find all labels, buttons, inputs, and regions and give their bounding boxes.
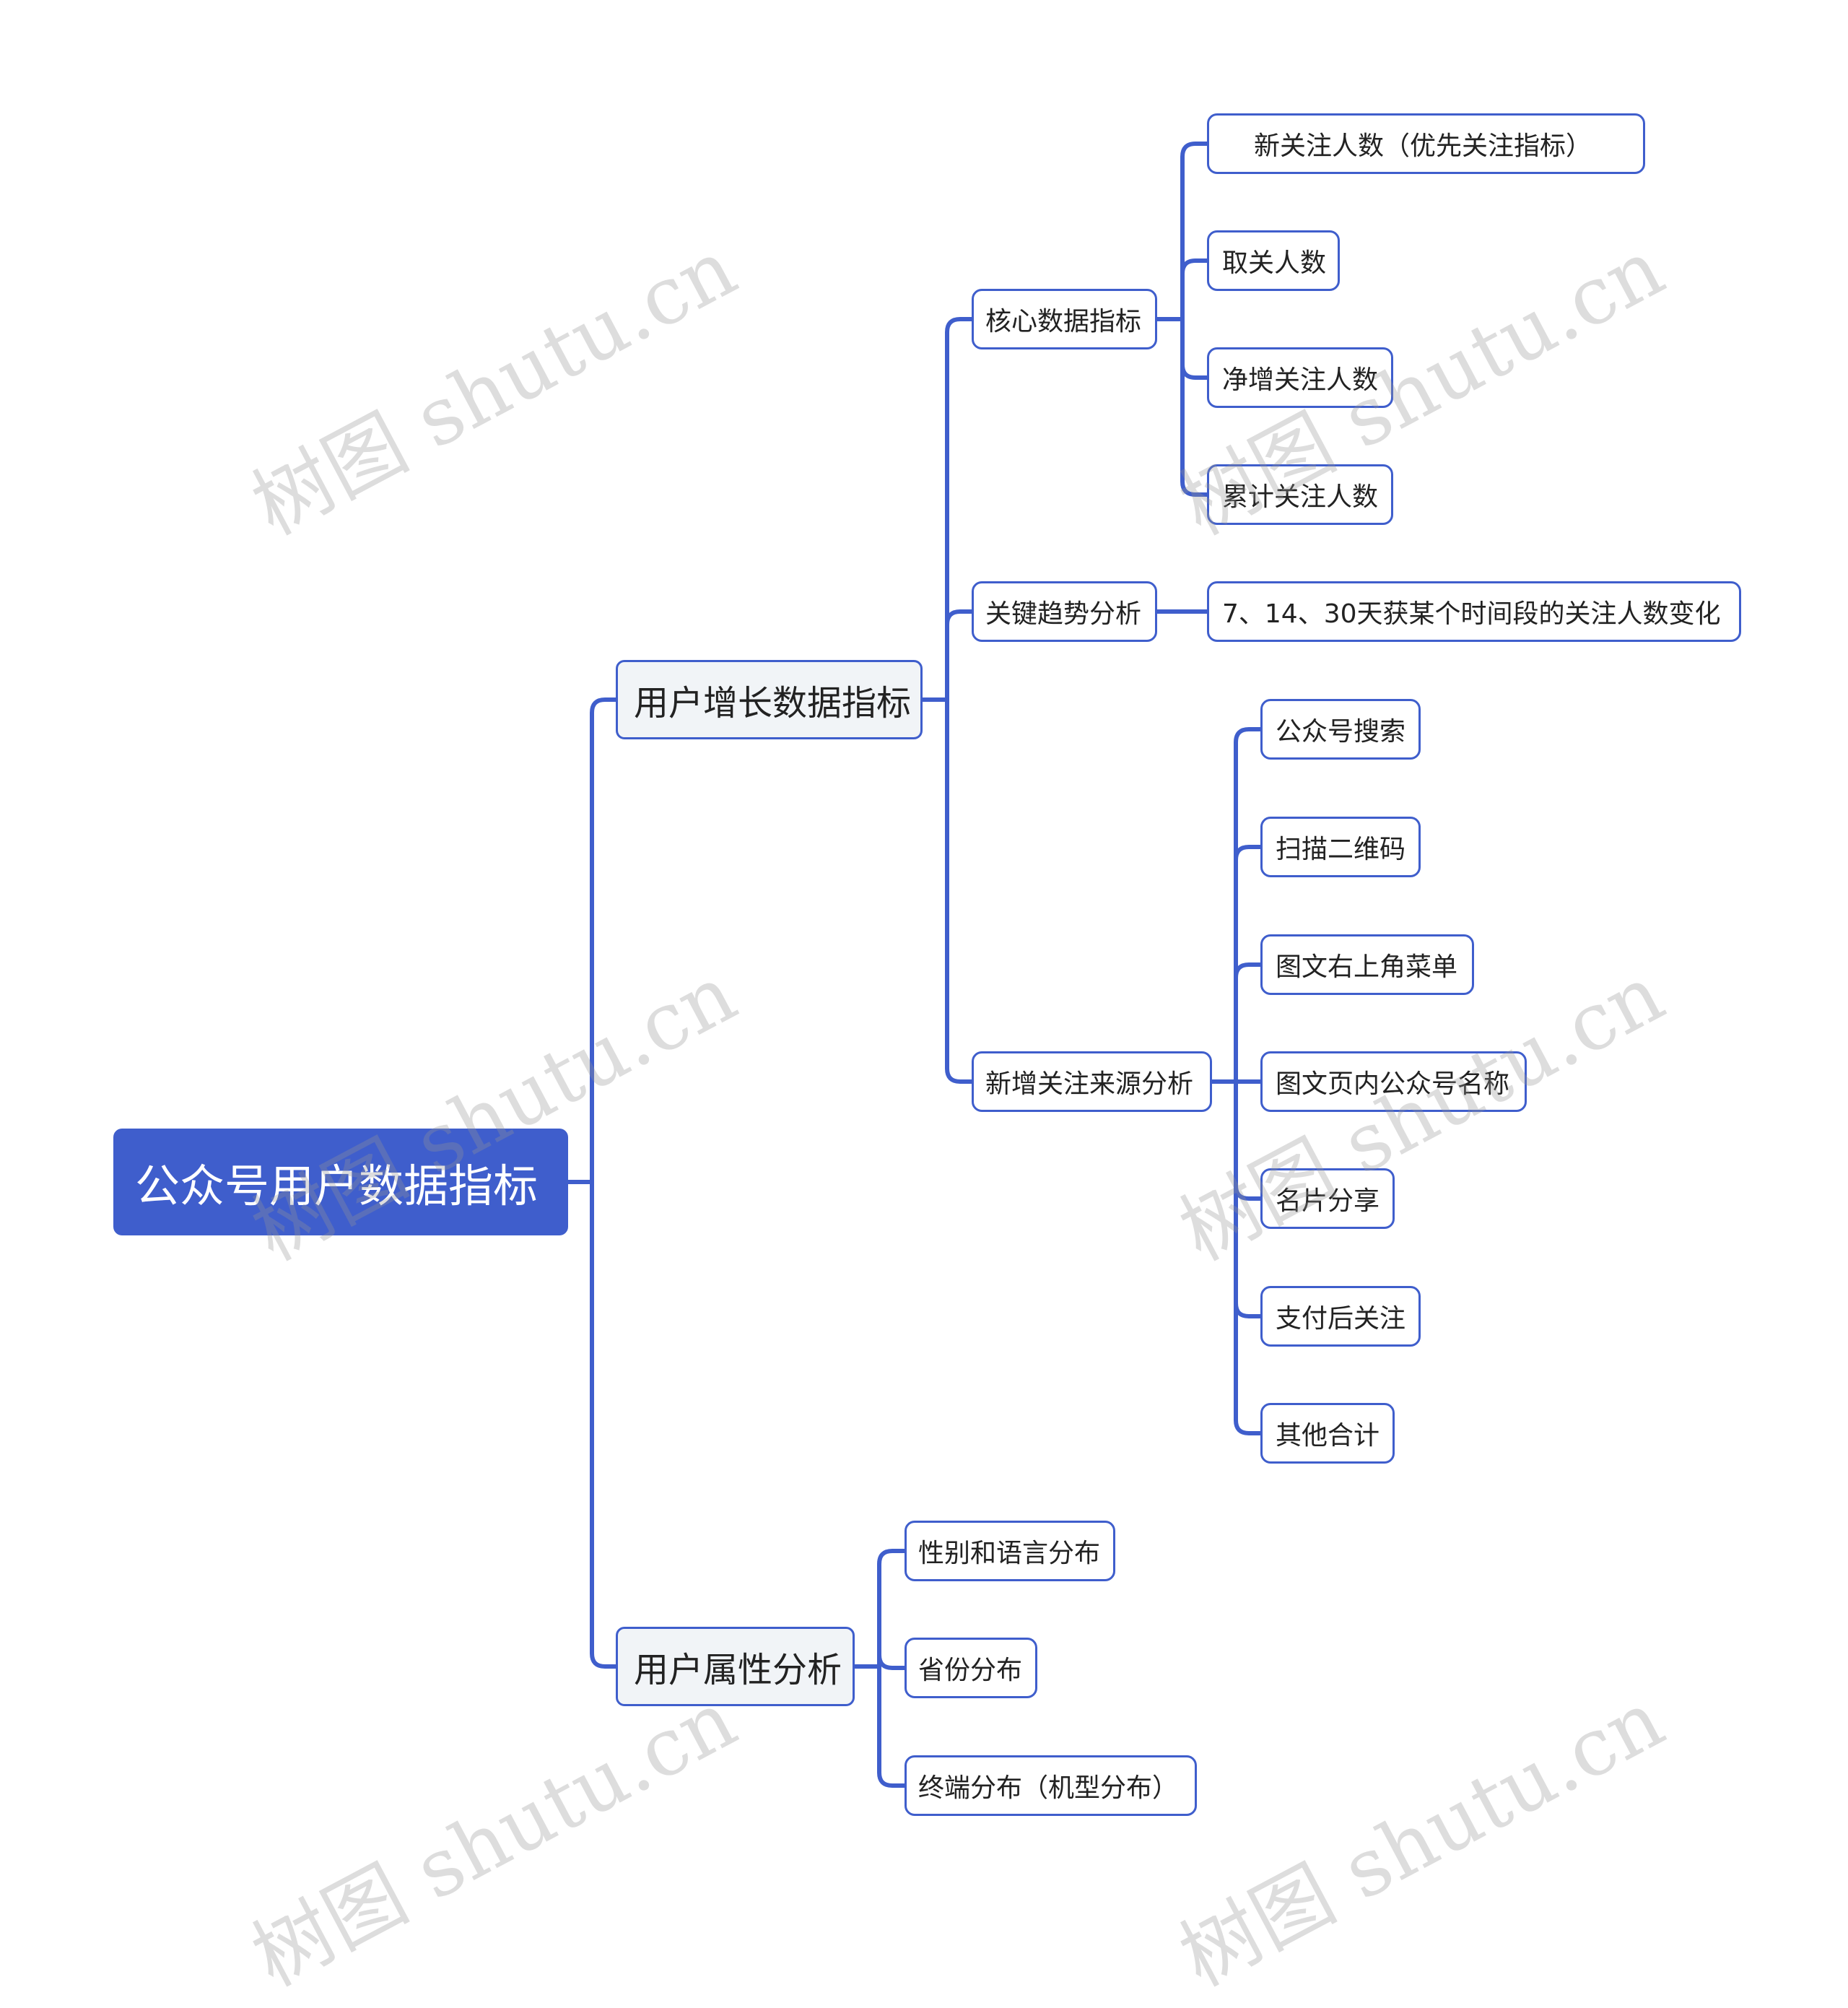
leaf-article-account-name[interactable]: 图文页内公众号名称 [1260, 1051, 1527, 1112]
leaf-trend-period[interactable]: 7、14、30天获某个时间段的关注人数变化 [1207, 581, 1741, 642]
leaf-other-total[interactable]: 其他合计 [1260, 1403, 1395, 1464]
node-core-metrics[interactable]: 核心数据指标 [972, 289, 1157, 349]
branch-user-growth[interactable]: 用户增长数据指标 [616, 660, 923, 739]
node-source-analysis[interactable]: 新增关注来源分析 [972, 1051, 1212, 1112]
leaf-card-share[interactable]: 名片分享 [1260, 1168, 1395, 1229]
leaf-account-search[interactable]: 公众号搜索 [1260, 699, 1421, 760]
node-device[interactable]: 终端分布（机型分布） [905, 1755, 1197, 1816]
leaf-unfollows[interactable]: 取关人数 [1207, 230, 1340, 291]
branch-user-attributes[interactable]: 用户属性分析 [616, 1627, 855, 1706]
node-trend-analysis[interactable]: 关键趋势分析 [972, 581, 1157, 642]
node-province[interactable]: 省份分布 [905, 1638, 1037, 1698]
node-gender-language[interactable]: 性别和语言分布 [905, 1521, 1115, 1581]
connector-lines [566, 142, 1263, 1788]
leaf-article-menu[interactable]: 图文右上角菜单 [1260, 934, 1474, 995]
leaf-scan-qrcode[interactable]: 扫描二维码 [1260, 817, 1421, 877]
leaf-new-followers[interactable]: 新关注人数（优先关注指标） [1207, 113, 1645, 174]
leaf-net-followers[interactable]: 净增关注人数 [1207, 347, 1393, 408]
leaf-total-followers[interactable]: 累计关注人数 [1207, 464, 1393, 525]
leaf-follow-after-payment[interactable]: 支付后关注 [1260, 1286, 1421, 1347]
root-node[interactable]: 公众号用户数据指标 [113, 1129, 568, 1235]
